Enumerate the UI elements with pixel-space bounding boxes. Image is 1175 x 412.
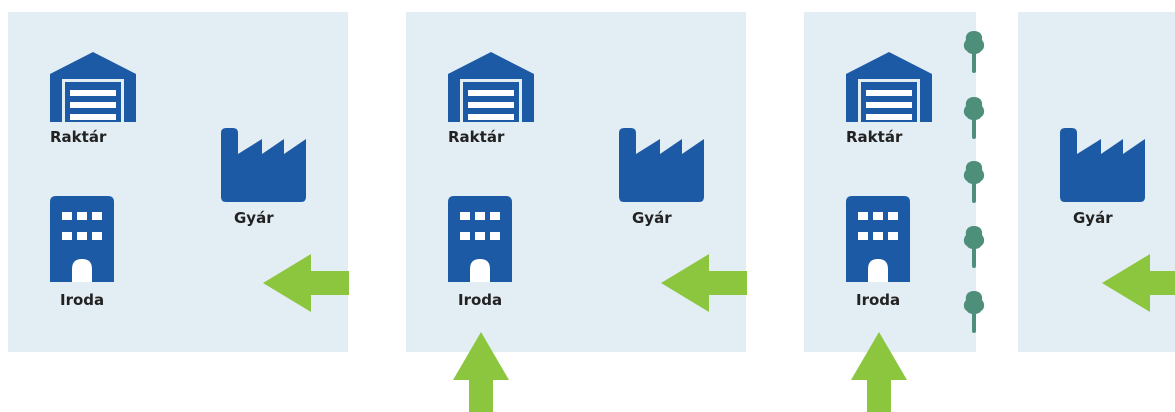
warehouse-label: Raktár [846, 128, 903, 146]
arrow-up-icon [851, 332, 907, 412]
factory-label: Gyár [632, 209, 672, 227]
tree-icon [963, 97, 985, 139]
tree-icon [963, 31, 985, 73]
factory-icon [221, 128, 306, 202]
factory-label: Gyár [234, 209, 274, 227]
warehouse-label: Raktár [448, 128, 505, 146]
office-label: Iroda [458, 291, 503, 309]
factory-label: Gyár [1073, 209, 1113, 227]
office-label: Iroda [856, 291, 901, 309]
factory-icon [1060, 128, 1145, 202]
office-building-icon [846, 196, 910, 282]
arrow-left-icon [661, 254, 747, 312]
warehouse-label: Raktár [50, 128, 107, 146]
tree-icon [963, 226, 985, 268]
office-label: Iroda [60, 291, 105, 309]
office-building-icon [50, 196, 114, 282]
warehouse-icon [448, 52, 534, 122]
arrow-up-icon [453, 332, 509, 412]
tree-icon [963, 291, 985, 333]
factory-icon [619, 128, 704, 202]
warehouse-icon [846, 52, 932, 122]
office-building-icon [448, 196, 512, 282]
arrow-left-icon [1102, 254, 1175, 312]
arrow-left-icon [263, 254, 349, 312]
warehouse-icon [50, 52, 136, 122]
tree-icon [963, 161, 985, 203]
